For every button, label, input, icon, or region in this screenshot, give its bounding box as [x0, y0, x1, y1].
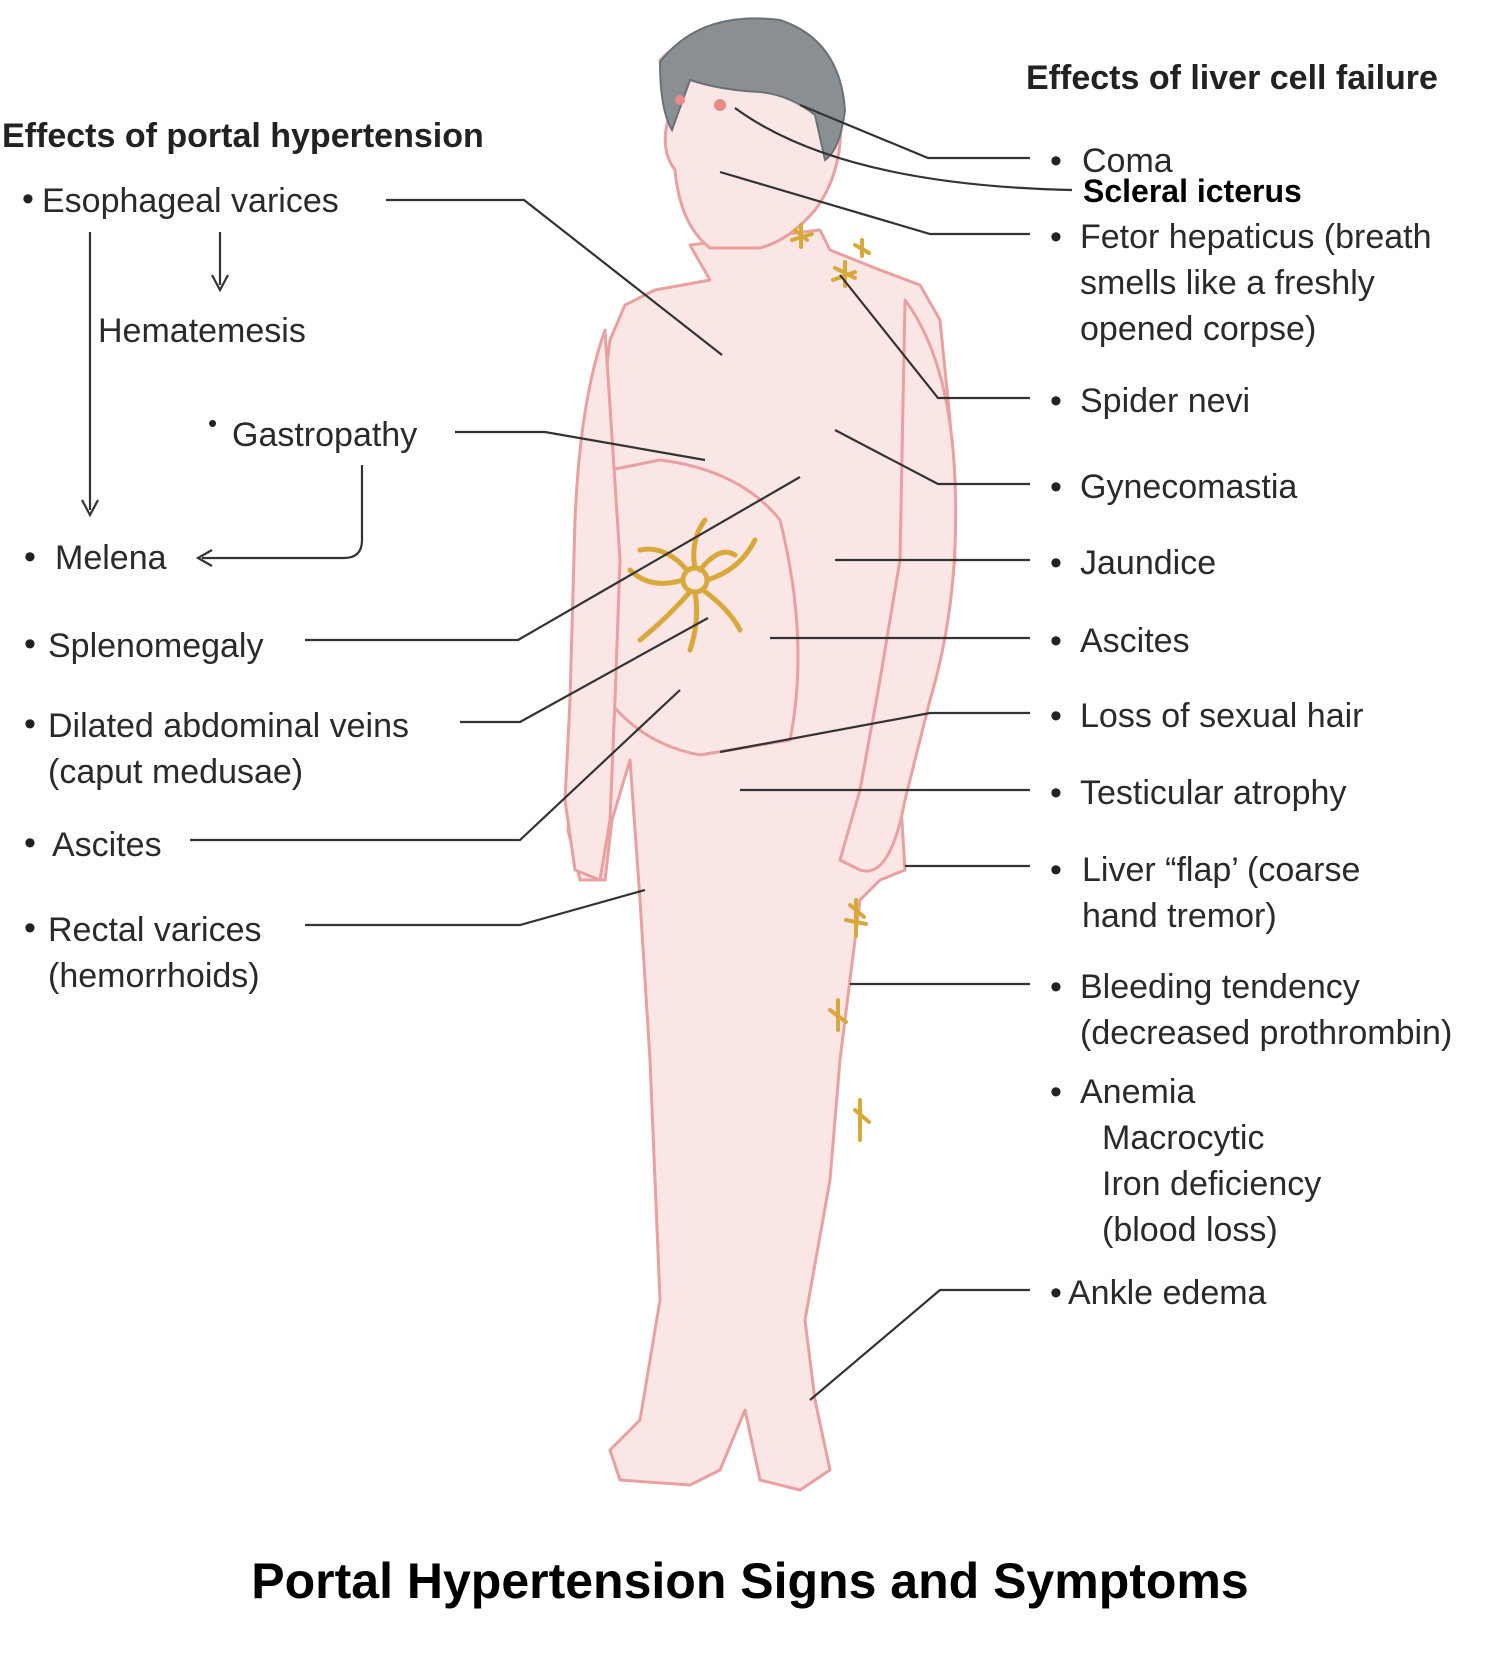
bullet-icon: •: [24, 705, 36, 743]
bullet-icon: •: [1050, 544, 1062, 582]
jaundice-label: Jaundice: [1080, 544, 1217, 582]
esophageal-varices-label: Esophageal varices: [42, 182, 339, 220]
bullet-icon: •: [1050, 142, 1062, 180]
anemia-macrocytic-label: Macrocytic: [1102, 1119, 1265, 1157]
bullet-icon: •: [1050, 218, 1062, 256]
leader-lines: [81, 103, 1073, 1401]
scleral-icterus-label: Scleral icterus: [1083, 173, 1302, 209]
liver-failure-heading: Effects of liver cell failure: [1026, 59, 1438, 97]
portal-hypertension-heading: Effects of portal hypertension: [2, 117, 484, 155]
bullet-icon: •: [1050, 697, 1062, 735]
bullet-icon: •: [24, 824, 36, 862]
bleeding-label-line2: (decreased prothrombin): [1080, 1014, 1453, 1052]
bullet-icon: •: [1050, 468, 1062, 506]
anemia-label: Anemia: [1080, 1073, 1196, 1111]
caput-medusae-marks: [627, 517, 758, 653]
hair: [658, 17, 847, 162]
dilated-veins-label-line1: Dilated abdominal veins: [48, 707, 409, 745]
figure-caption: Portal Hypertension Signs and Symptoms: [251, 1553, 1249, 1609]
bullet-icon: •: [24, 909, 36, 947]
eye-icon: [675, 95, 685, 105]
fetor-label-line1: Fetor hepaticus (breath: [1080, 218, 1432, 256]
bullet-icon: •: [24, 538, 36, 576]
bullet-icon: •: [1050, 622, 1062, 660]
bullet-icon: •: [22, 180, 34, 218]
rectal-varices-label-line1: Rectal varices: [48, 911, 262, 949]
spider-nevi-marks: [790, 223, 871, 1142]
fetor-label-line2: smells like a freshly: [1080, 264, 1375, 302]
bullet-icon: •: [24, 625, 36, 663]
bullet-icon: •: [1050, 851, 1062, 889]
fetor-label-line3: opened corpse): [1080, 310, 1317, 348]
testicular-atrophy-label: Testicular atrophy: [1080, 774, 1347, 812]
anemia-iron-label: Iron deficiency: [1102, 1165, 1322, 1203]
liver-flap-label-line2: hand tremor): [1082, 897, 1277, 935]
ascites-left-label: Ascites: [52, 826, 162, 864]
bullet-icon: •: [1050, 1274, 1062, 1312]
eye-icon: [714, 99, 726, 111]
rectal-varices-label-line2: (hemorrhoids): [48, 957, 260, 995]
bullet-icon: •: [1050, 774, 1062, 812]
bullet-icon: •: [1050, 968, 1062, 1006]
splenomegaly-label: Splenomegaly: [48, 627, 264, 665]
bleeding-label-line1: Bleeding tendency: [1080, 968, 1360, 1006]
sexual-hair-label: Loss of sexual hair: [1080, 697, 1364, 735]
ascites-right-label: Ascites: [1080, 622, 1190, 660]
spider-nevi-label: Spider nevi: [1080, 382, 1251, 420]
ankle-edema-label: Ankle edema: [1068, 1274, 1267, 1312]
coma-label: Coma: [1082, 142, 1173, 180]
gastropathy-label: Gastropathy: [232, 416, 418, 454]
hematemesis-label: Hematemesis: [98, 312, 306, 350]
gynecomastia-label: Gynecomastia: [1080, 468, 1298, 506]
human-figure: [563, 26, 958, 1492]
bullet-icon: •: [1050, 382, 1062, 420]
dilated-veins-label-line2: (caput medusae): [48, 753, 304, 791]
liver-flap-label-line1: Liver “flap’ (coarse: [1082, 851, 1361, 889]
bullet-icon: •: [1050, 1073, 1062, 1111]
bullet-icon: •: [208, 408, 218, 438]
melena-label: Melena: [55, 539, 167, 577]
anemia-blood-loss-label: (blood loss): [1102, 1211, 1278, 1249]
